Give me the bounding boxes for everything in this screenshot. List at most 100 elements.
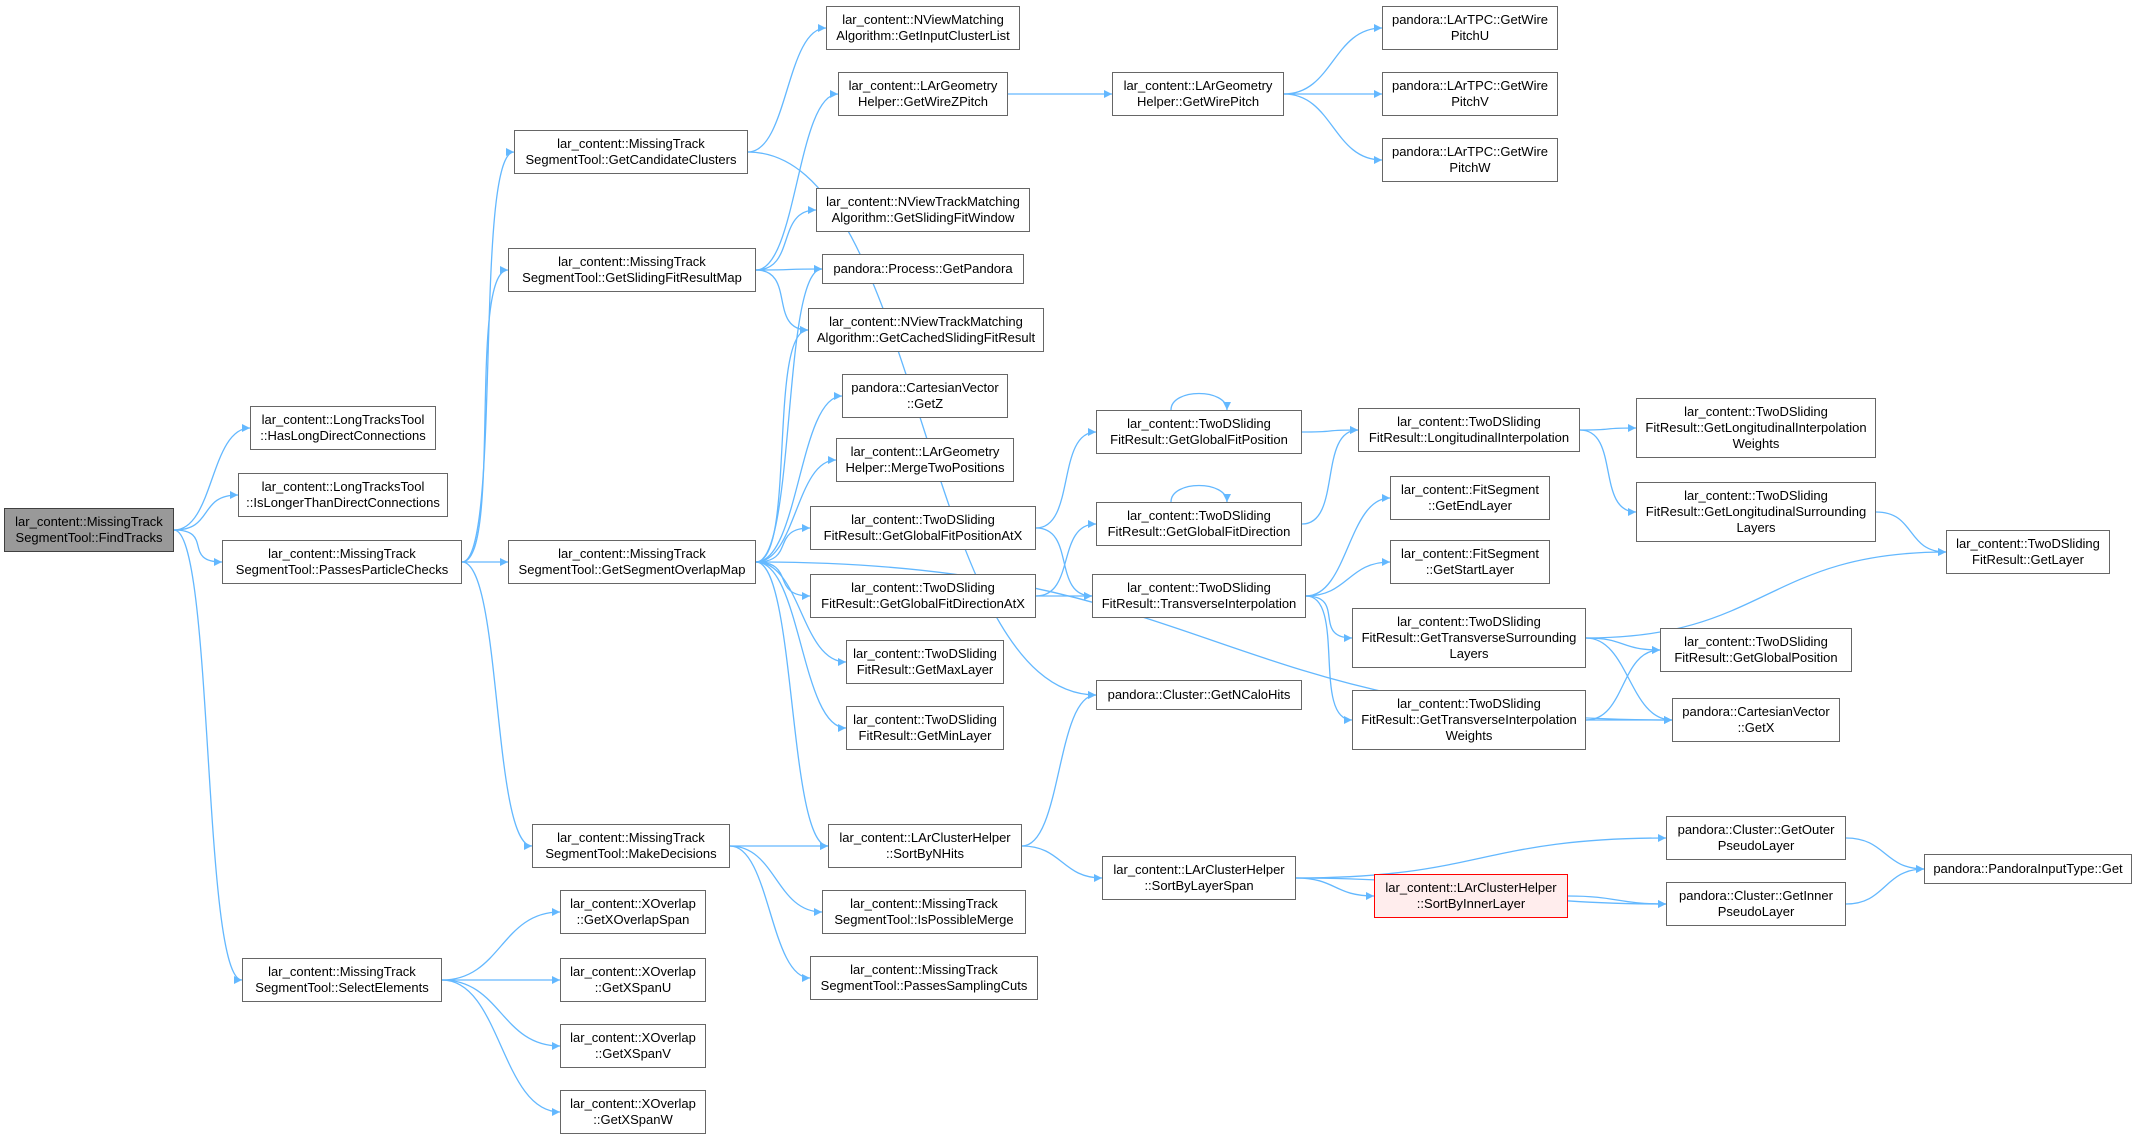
node-getncalohits[interactable]: pandora::Cluster::GetNCaloHits (1096, 680, 1302, 710)
node-label: pandora::LArTPC::GetWire (1391, 12, 1549, 27)
node-label: PitchV (1451, 94, 1489, 109)
edge-wirepitch-wirepitchu (1283, 24, 1383, 95)
node-xspanv[interactable]: lar_content::XOverlap::GetXSpanV (560, 1024, 706, 1068)
node-label: lar_content::LArGeometry (850, 444, 1000, 459)
node-pandorainput[interactable]: pandora::PandoraInputType::Get (1924, 854, 2132, 884)
edge-globalfitposatx-globalfitpos (1035, 428, 1097, 529)
node-sortbylayerspan[interactable]: lar_content::LArClusterHelper::SortByLay… (1102, 856, 1296, 900)
edge-sortbynhits-getncalohits (1021, 691, 1097, 847)
node-xspanu[interactable]: lar_content::XOverlap::GetXSpanU (560, 958, 706, 1002)
node-label: lar_content::MissingTrack (850, 962, 998, 977)
node-label: PitchW (1449, 160, 1491, 175)
edge-passes-candidate (461, 148, 515, 563)
node-label: ::GetX (1737, 720, 1775, 735)
node-label: pandora::LArTPC::GetWire (1391, 144, 1549, 159)
node-label: SegmentTool::SelectElements (255, 980, 429, 995)
node-label: Algorithm::GetSlidingFitWindow (831, 210, 1015, 225)
node-label: lar_content::MissingTrack (850, 896, 998, 911)
node-label: PseudoLayer (1717, 904, 1795, 919)
edge-slidingmap-getpandora (755, 265, 823, 274)
node-label: ::GetXOverlapSpan (576, 912, 690, 927)
edge-sortbylayerspan-sortbyinner (1295, 877, 1375, 900)
edge-passes-decisions (461, 561, 533, 850)
node-label: Algorithm::GetCachedSlidingFitResult (816, 330, 1036, 345)
node-endlayer[interactable]: lar_content::FitSegment::GetEndLayer (1390, 476, 1550, 520)
node-xoverlapspan[interactable]: lar_content::XOverlap::GetXOverlapSpan (560, 890, 706, 934)
node-label: SegmentTool::FindTracks (15, 530, 163, 545)
node-label: Helper::GetWireZPitch (857, 94, 989, 109)
node-label: pandora::Process::GetPandora (833, 261, 1013, 276)
edge-select-xspanw (441, 979, 561, 1116)
node-label: FitResult::GetGlobalFitDirection (1107, 524, 1291, 539)
node-label: pandora::Cluster::GetNCaloHits (1107, 687, 1291, 702)
edge-globalfitdir-globalfitdir (1170, 484, 1231, 503)
node-label: lar_content::XOverlap (570, 1030, 696, 1045)
node-getx[interactable]: pandora::CartesianVector::GetX (1672, 698, 1840, 742)
node-startlayer[interactable]: lar_content::FitSegment::GetStartLayer (1390, 540, 1550, 584)
node-label: lar_content::MissingTrack (557, 830, 705, 845)
edge-overlapmap-cachedsliding (755, 326, 809, 563)
edge-overlapmap-globalfitposatx (755, 524, 811, 563)
node-label: Weights (1445, 728, 1493, 743)
node-label: ::IsLongerThanDirectConnections (246, 495, 440, 510)
node-label: lar_content::MissingTrack (15, 514, 163, 529)
node-label: lar_content::TwoDSliding (1127, 416, 1271, 431)
edge-select-xspanv (441, 979, 561, 1050)
node-label: pandora::CartesianVector (851, 380, 999, 395)
edge-longinterp-longsurround (1579, 429, 1637, 516)
node-label: ::GetXSpanV (595, 1046, 671, 1061)
node-label: SegmentTool::PassesSamplingCuts (820, 978, 1028, 993)
node-sortbynhits[interactable]: lar_content::LArClusterHelper::SortByNHi… (828, 824, 1022, 868)
node-haslong[interactable]: lar_content::LongTracksTool::HasLongDire… (250, 406, 436, 450)
edge-innerpseudo-pandorainput (1845, 865, 1925, 905)
node-label: lar_content::TwoDSliding (1684, 404, 1828, 419)
node-label: ::GetXSpanW (593, 1112, 673, 1127)
node-islonger[interactable]: lar_content::LongTracksTool::IsLongerTha… (238, 473, 448, 517)
edge-transinterp-transinterpw (1305, 595, 1353, 724)
node-xspanw[interactable]: lar_content::XOverlap::GetXSpanW (560, 1090, 706, 1134)
node-label: ::GetStartLayer (1425, 562, 1515, 577)
edge-findtracks-select (173, 529, 243, 984)
edge-transinterp-endlayer (1305, 494, 1391, 597)
node-getpandora[interactable]: pandora::Process::GetPandora (822, 254, 1024, 284)
node-label: Algorithm::GetInputClusterList (836, 28, 1010, 43)
edge-transinterpw-globalpos (1585, 646, 1661, 721)
edge-outerpseudo-pandorainput (1845, 837, 1925, 873)
node-sortbyinner[interactable]: lar_content::LArClusterHelper::SortByInn… (1374, 874, 1568, 918)
node-getz[interactable]: pandora::CartesianVector::GetZ (842, 374, 1008, 418)
